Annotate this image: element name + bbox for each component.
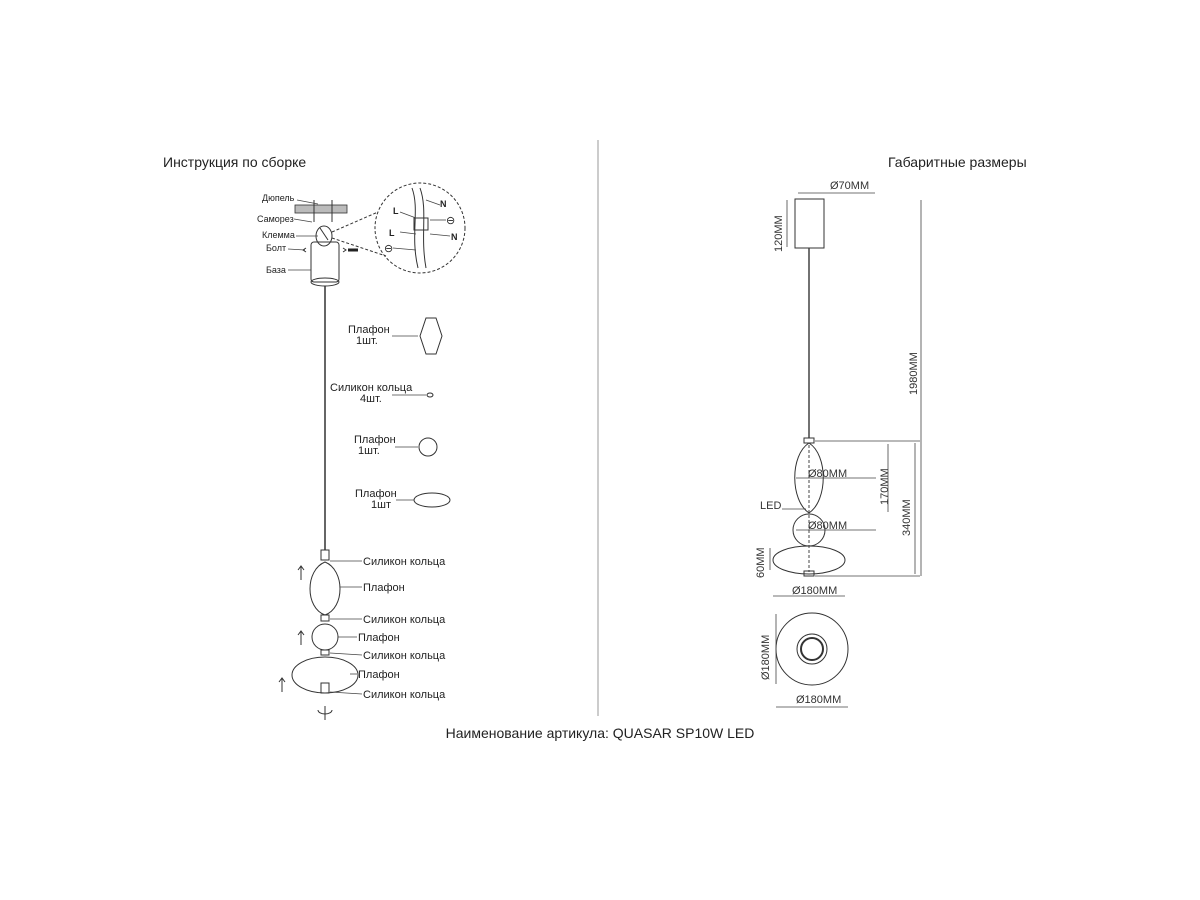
label-base: База: [266, 265, 286, 275]
assembly-label-ring-2: Силикон кольца: [363, 614, 446, 626]
label-dowel: Дюпель: [262, 193, 295, 203]
dimension-drawing: [769, 192, 922, 708]
ground-icon-1: ⊖: [446, 215, 455, 227]
part-2-name: Силикон кольца: [330, 382, 413, 394]
part-4-qty: 1шт: [371, 499, 391, 511]
label-screw: Саморез: [257, 214, 294, 224]
assembly-label-shade-1: Плафон: [363, 582, 405, 594]
round-shade-icon: [418, 437, 438, 457]
part-3-qty: 1шт.: [358, 445, 380, 457]
dim-shade1-diameter: Ø80MM: [808, 468, 847, 480]
part-1-qty: 1шт.: [356, 335, 378, 347]
label-terminal: Клемма: [262, 230, 295, 240]
wire-n-2: N: [451, 232, 458, 242]
assembly-label-ring-1: Силикон кольца: [363, 556, 446, 568]
disc-shade-icon: [413, 492, 451, 508]
wire-l-1: L: [393, 206, 399, 216]
dim-shade1-height: 170MM: [879, 468, 891, 505]
dim-total-height: 1980MM: [908, 352, 920, 395]
part-4-name: Плафон: [355, 488, 397, 500]
assembly-label-shade-2: Плафон: [358, 632, 400, 644]
assembled-lamp-illustration: [278, 549, 363, 720]
assembly-label-ring-4: Силикон кольца: [363, 689, 446, 701]
wire-l-2: L: [389, 228, 395, 238]
dim-shade2-diameter: Ø80MM: [808, 520, 847, 532]
oval-shade-icon: [419, 317, 443, 355]
assembly-label-ring-3: Силикон кольца: [363, 650, 446, 662]
ceiling-mount-illustration: [287, 182, 466, 287]
dim-disc-diameter: Ø180MM: [792, 585, 837, 597]
silicone-ring-icon: [426, 392, 434, 398]
dimensions-title: Габаритные размеры: [888, 154, 1027, 170]
dim-top-view-diameter-vertical: Ø180MM: [760, 635, 772, 680]
ground-icon-2: ⊖: [384, 243, 393, 255]
dim-base-height: 120MM: [773, 215, 785, 252]
part-2-qty: 4шт.: [360, 393, 382, 405]
label-led: LED: [760, 500, 781, 512]
wire-n-1: N: [440, 199, 447, 209]
dim-top-view-diameter-horizontal: Ø180MM: [796, 694, 841, 706]
parts-list: Плафон 1шт. Силикон кольца 4шт. Плафон 1…: [330, 317, 451, 511]
part-3-name: Плафон: [354, 434, 396, 446]
top-view-disc: [775, 612, 849, 686]
dim-base-diameter: Ø70MM: [830, 180, 869, 192]
article-name: Наименование артикула: QUASAR SP10W LED: [446, 725, 755, 741]
part-1-name: Плафон: [348, 324, 390, 336]
assembly-title: Инструкция по сборке: [163, 154, 306, 170]
assembly-label-shade-3: Плафон: [358, 669, 400, 681]
dim-disc-height: 60MM: [755, 547, 767, 578]
dim-body-height: 340MM: [901, 499, 913, 536]
label-bolt: Болт: [266, 243, 286, 253]
